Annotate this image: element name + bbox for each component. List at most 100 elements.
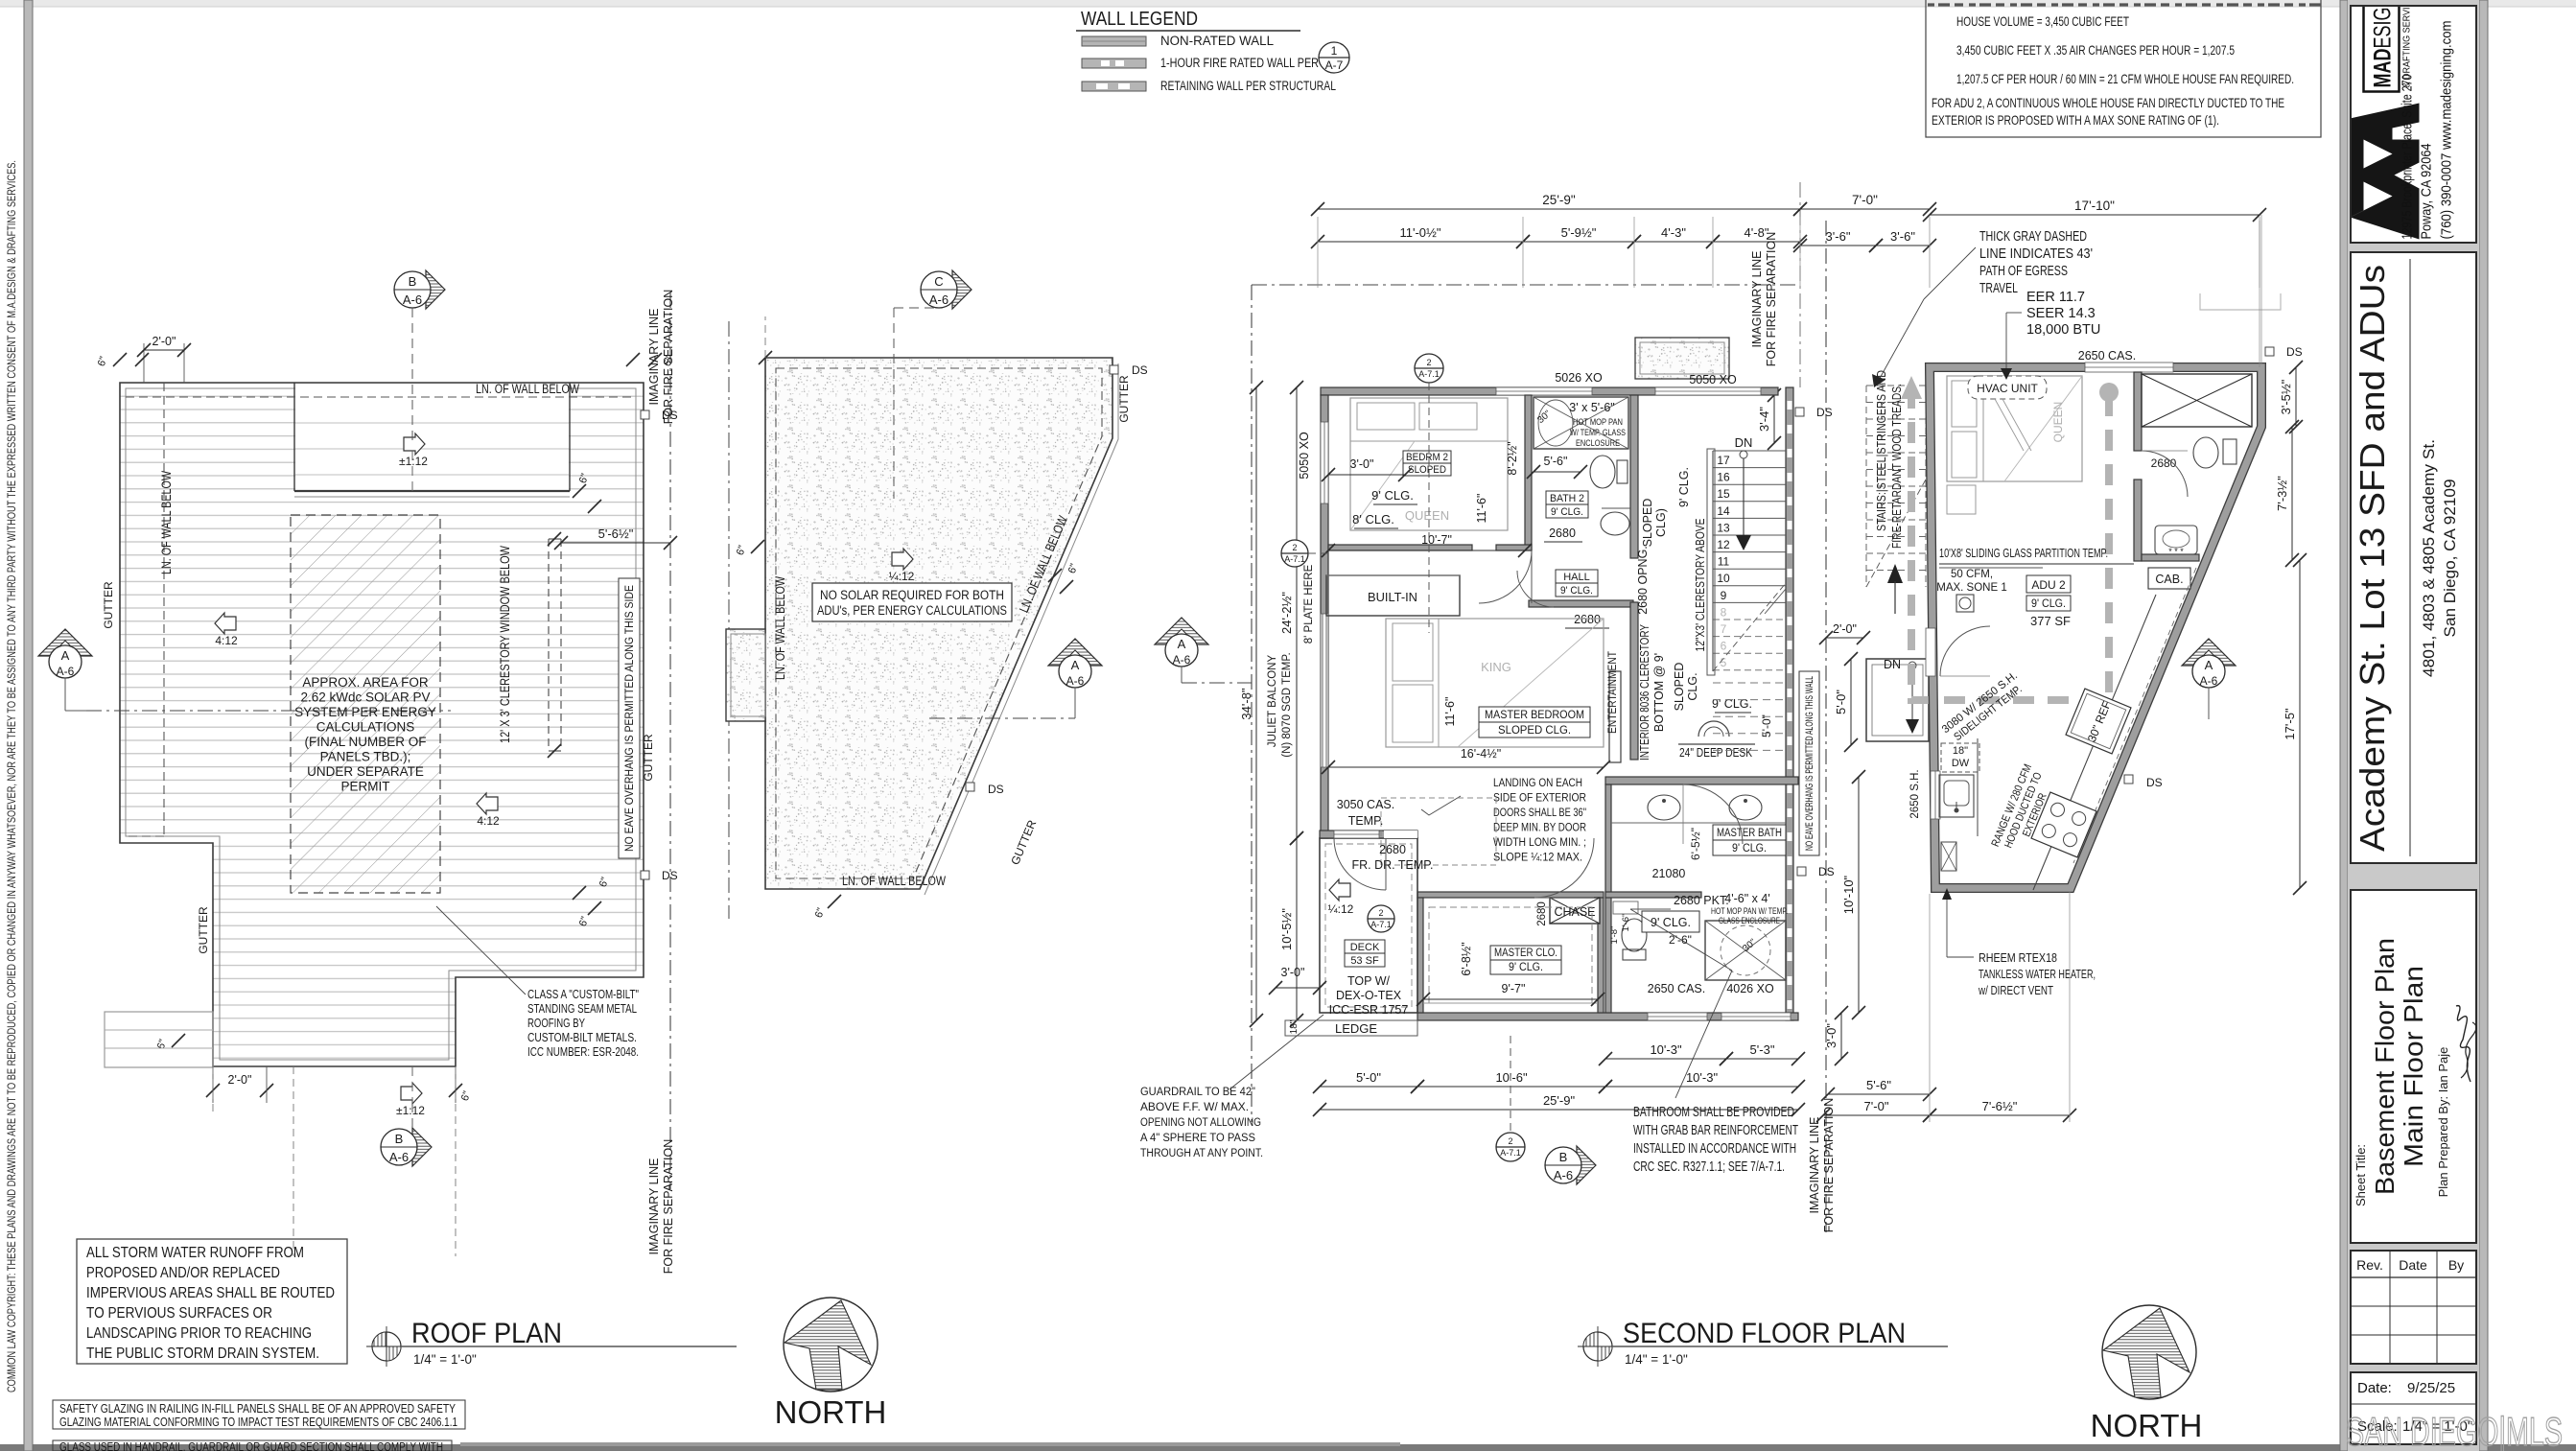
svg-text:PERMIT: PERMIT <box>340 780 389 794</box>
svg-text:GUTTER: GUTTER <box>102 581 115 629</box>
svg-text:5'-3": 5'-3" <box>1750 1042 1775 1057</box>
svg-text:NON-RATED WALL: NON-RATED WALL <box>1160 34 1274 48</box>
svg-text:5'-6": 5'-6" <box>1866 1078 1891 1092</box>
svg-text:EXTERIOR IS PROPOSED WITH A MA: EXTERIOR IS PROPOSED WITH A MAX SONE RAT… <box>1932 112 2219 128</box>
svg-text:6": 6" <box>155 1038 170 1051</box>
svg-text:2'-0": 2'-0" <box>228 1073 252 1087</box>
svg-text:4026 XO: 4026 XO <box>1726 982 1774 995</box>
svg-text:INSTALLED IN ACCORDANCE WITH: INSTALLED IN ACCORDANCE WITH <box>1633 1141 1796 1157</box>
svg-text:SYSTEM PER ENERGY: SYSTEM PER ENERGY <box>294 705 436 719</box>
svg-text:5'-9½": 5'-9½" <box>1561 225 1597 240</box>
svg-text:1/4" = 1'-0": 1/4" = 1'-0" <box>413 1352 477 1367</box>
svg-text:CHASE: CHASE <box>1554 905 1595 919</box>
svg-text:Poway, CA 92064: Poway, CA 92064 <box>2419 144 2435 240</box>
svg-text:SLOPED CLG.: SLOPED CLG. <box>1498 723 1571 737</box>
svg-text:IMAGINARY LINE: IMAGINARY LINE <box>1750 251 1764 348</box>
svg-text:Date:: Date: <box>2357 1380 2392 1396</box>
svg-text:Scale:: Scale: <box>2357 1418 2398 1435</box>
svg-text:A-6: A-6 <box>389 1150 409 1164</box>
svg-text:11: 11 <box>1718 555 1730 569</box>
svg-text:1,207.5 CF PER HOUR / 60 MIN =: 1,207.5 CF PER HOUR / 60 MIN = 21 CFM WH… <box>1956 71 2294 86</box>
svg-text:PROPOSED AND/OR REPLACED: PROPOSED AND/OR REPLACED <box>86 1265 280 1281</box>
svg-text:HALL: HALL <box>1563 572 1590 583</box>
svg-text:8' PLATE HERE: 8' PLATE HERE <box>1303 564 1315 644</box>
svg-text:2.62 kWdc SOLAR PV: 2.62 kWdc SOLAR PV <box>300 690 430 705</box>
svg-text:CRC SEC. R327.1.1; SEE 7/A-7.1: CRC SEC. R327.1.1; SEE 7/A-7.1. <box>1633 1159 1785 1175</box>
svg-text:GUTTER: GUTTER <box>642 734 655 782</box>
svg-text:10'-6": 10'-6" <box>1495 1070 1528 1085</box>
svg-text:MADESIG: MADESIG <box>2370 7 2397 87</box>
svg-text:PATH OF EGRESS: PATH OF EGRESS <box>1979 264 2068 279</box>
svg-text:ICC NUMBER: ESR-2048.: ICC NUMBER: ESR-2048. <box>527 1045 639 1059</box>
svg-text:THE PUBLIC STORM DRAIN SYSTEM.: THE PUBLIC STORM DRAIN SYSTEM. <box>86 1346 319 1362</box>
svg-text:A: A <box>1178 637 1186 651</box>
svg-text:EER 11.7: EER 11.7 <box>2026 290 2085 305</box>
svg-text:CLASS A "CUSTOM-BILT": CLASS A "CUSTOM-BILT" <box>527 988 639 1001</box>
svg-text:18": 18" <box>1953 745 1968 757</box>
svg-text:LANDSCAPING PRIOR TO REACHING: LANDSCAPING PRIOR TO REACHING <box>86 1325 312 1342</box>
svg-text:24" DEEP DESK: 24" DEEP DESK <box>1679 745 1752 760</box>
svg-text:TANKLESS WATER HEATER,: TANKLESS WATER HEATER, <box>1979 968 2096 981</box>
svg-text:A: A <box>1071 658 1080 672</box>
svg-text:6": 6" <box>577 915 592 928</box>
svg-text:GUARDRAIL TO BE 42": GUARDRAIL TO BE 42" <box>1140 1085 1255 1098</box>
svg-text:Plan Prepared By: Ian Paje: Plan Prepared By: Ian Paje <box>2436 1047 2450 1198</box>
svg-text:SLOPE ¼:12 MAX.: SLOPE ¼:12 MAX. <box>1493 851 1582 864</box>
svg-text:COMMON LAW COPYRIGHT: THESE: COMMON LAW COPYRIGHT: THESE PLANS AND DR… <box>5 160 18 1392</box>
svg-text:FR. DR. TEMP.: FR. DR. TEMP. <box>1352 858 1434 872</box>
svg-text:By: By <box>2448 1257 2464 1273</box>
svg-text:DN: DN <box>1735 435 1753 450</box>
svg-text:SAN DIEGO|MLS: SAN DIEGO|MLS <box>2346 1409 2563 1451</box>
svg-text:FOR FIRE SEPARATION: FOR FIRE SEPARATION <box>662 290 675 425</box>
svg-text:3'-0": 3'-0" <box>1350 457 1374 471</box>
svg-text:2680: 2680 <box>1574 613 1601 626</box>
svg-text:25'-9": 25'-9" <box>1543 1093 1576 1108</box>
svg-text:FOR FIRE SEPARATION: FOR FIRE SEPARATION <box>1765 232 1778 367</box>
svg-text:TO PERVIOUS SURFACES OR: TO PERVIOUS SURFACES OR <box>86 1305 272 1322</box>
svg-text:HOT MOP PAN W/ TEMP.: HOT MOP PAN W/ TEMP. <box>1711 906 1788 917</box>
svg-text:LN. OF WALL BELOW: LN. OF WALL BELOW <box>773 576 787 680</box>
svg-text:ALL STORM WATER RUNOFF FROM: ALL STORM WATER RUNOFF FROM <box>86 1245 304 1261</box>
svg-text:12975 Brookprinter Place, Suit: 12975 Brookprinter Place, Suite 270 <box>2400 75 2416 240</box>
svg-text:9' CLG.: 9' CLG. <box>1732 843 1767 854</box>
svg-text:SLOPED: SLOPED <box>1641 499 1654 548</box>
svg-text:UNDER SEPARATE: UNDER SEPARATE <box>307 764 424 779</box>
svg-text:MAX. SONE 1: MAX. SONE 1 <box>1936 582 2007 594</box>
svg-text:6'-8½": 6'-8½" <box>1460 942 1473 975</box>
svg-text:SECOND FLOOR PLAN: SECOND FLOOR PLAN <box>1623 1318 1906 1349</box>
svg-text:A-6: A-6 <box>1066 674 1085 688</box>
svg-text:3'-5½": 3'-5½" <box>2279 379 2293 414</box>
svg-text:FOR FIRE SEPARATION: FOR FIRE SEPARATION <box>662 1139 675 1275</box>
svg-text:SLOPED: SLOPED <box>1673 663 1686 712</box>
svg-text:4:12: 4:12 <box>477 814 500 828</box>
svg-text:(FINAL NUMBER OF: (FINAL NUMBER OF <box>304 735 426 749</box>
svg-text:3050 CAS.: 3050 CAS. <box>1337 798 1394 811</box>
svg-text:w/ DIRECT VENT: w/ DIRECT VENT <box>1978 984 2053 997</box>
svg-text:1/4" = 1'-0": 1/4" = 1'-0" <box>1625 1352 1688 1367</box>
svg-text:DS: DS <box>1132 363 1148 377</box>
svg-text:B: B <box>409 274 417 289</box>
svg-text:JULIET BALCONY: JULIET BALCONY <box>1267 655 1278 748</box>
svg-text:STAIRS:|STEEL|STRINGERS AND: STAIRS:|STEEL|STRINGERS AND <box>1875 370 1888 531</box>
svg-text:STANDING SEAM METAL: STANDING SEAM METAL <box>527 1002 637 1016</box>
svg-text:CAB.: CAB. <box>2155 573 2183 586</box>
svg-text:A 4" SPHERE TO PASS: A 4" SPHERE TO PASS <box>1140 1131 1255 1144</box>
svg-text:2650 S.H.: 2650 S.H. <box>1909 769 1921 818</box>
svg-text:QUEEN: QUEEN <box>1405 508 1449 523</box>
svg-text:SLOPED: SLOPED <box>1408 464 1446 476</box>
svg-text:TRAVEL: TRAVEL <box>1979 281 2018 296</box>
svg-text:±1:12: ±1:12 <box>396 1104 425 1117</box>
svg-text:APPROX. AREA FOR: APPROX. AREA FOR <box>302 675 429 690</box>
svg-text:DS: DS <box>988 783 1004 796</box>
svg-text:KING: KING <box>1481 660 1511 674</box>
svg-text:1-HOUR FIRE RATED WALL PER: 1-HOUR FIRE RATED WALL PER <box>1160 56 1319 70</box>
svg-text:11'-0½": 11'-0½" <box>1400 225 1441 240</box>
svg-text:6": 6" <box>577 472 592 485</box>
svg-text:A-6: A-6 <box>403 293 422 307</box>
svg-text:17: 17 <box>1717 454 1730 467</box>
svg-text:GLASS USED IN HANDRAIL, GUARDR: GLASS USED IN HANDRAIL, GUARDRAIL OR GUA… <box>59 1439 443 1451</box>
svg-text:5'-6½": 5'-6½" <box>598 527 634 541</box>
svg-text:BOTTOM @ 9': BOTTOM @ 9' <box>1652 653 1666 732</box>
svg-text:A-6: A-6 <box>1173 653 1191 667</box>
svg-text:HVAC UNIT: HVAC UNIT <box>1977 382 2038 395</box>
